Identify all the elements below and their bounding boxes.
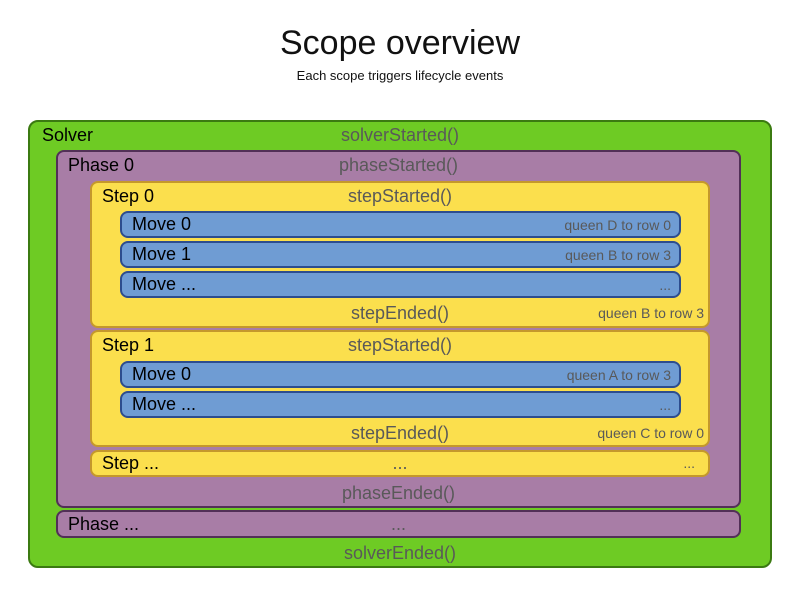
move-annotation: queen A to row 3 <box>566 366 671 383</box>
phase0-label: Phase 0 <box>68 155 135 175</box>
stepmore-scope-box <box>90 450 710 477</box>
move-annotation: queen D to row 0 <box>564 216 671 233</box>
page-title: Scope overview <box>279 24 520 62</box>
move-label: Move ... <box>132 394 197 414</box>
move-annotation: ... <box>659 396 671 413</box>
step0-started-event: stepStarted() <box>347 186 453 206</box>
step0-ended-event: stepEnded() <box>350 303 450 323</box>
solver-label: Solver <box>42 125 94 145</box>
step0-movemore-box: Move ... ... <box>120 271 681 298</box>
step1-ended-event: stepEnded() <box>350 423 450 443</box>
page-subtitle: Each scope triggers lifecycle events <box>296 68 504 83</box>
phase0-ended-event: phaseEnded() <box>341 483 456 503</box>
step1-label: Step 1 <box>102 335 155 355</box>
step0-ended-annotation: queen B to row 3 <box>598 305 704 321</box>
step1-movemore-box: Move ... ... <box>120 391 681 418</box>
stepmore-label: Step ... <box>102 453 160 473</box>
step0-move1-box: Move 1 queen B to row 3 <box>120 241 681 268</box>
step1-move0-box: Move 0 queen A to row 3 <box>120 361 681 388</box>
step1-ended-annotation: queen C to row 0 <box>597 425 704 441</box>
move-label: Move 1 <box>132 244 192 264</box>
step0-move0-box: Move 0 queen D to row 0 <box>120 211 681 238</box>
move-annotation: queen B to row 3 <box>565 246 671 263</box>
stepmore-center-ellipsis: ... <box>392 453 408 473</box>
move-annotation: ... <box>659 276 671 293</box>
stepmore-right-ellipsis: ... <box>683 455 695 471</box>
step1-started-event: stepStarted() <box>347 335 453 355</box>
phasemore-label: Phase ... <box>68 514 140 534</box>
move-label: Move 0 <box>132 364 192 384</box>
phasemore-scope-box <box>56 510 741 538</box>
solver-ended-event: solverEnded() <box>343 543 457 563</box>
phasemore-center-ellipsis: ... <box>390 514 406 534</box>
solver-started-event: solverStarted() <box>340 125 460 145</box>
move-label: Move ... <box>132 274 197 294</box>
phase0-started-event: phaseStarted() <box>338 155 459 175</box>
step1-scope-box <box>90 330 710 447</box>
move-label: Move 0 <box>132 214 192 234</box>
step0-label: Step 0 <box>102 186 155 206</box>
